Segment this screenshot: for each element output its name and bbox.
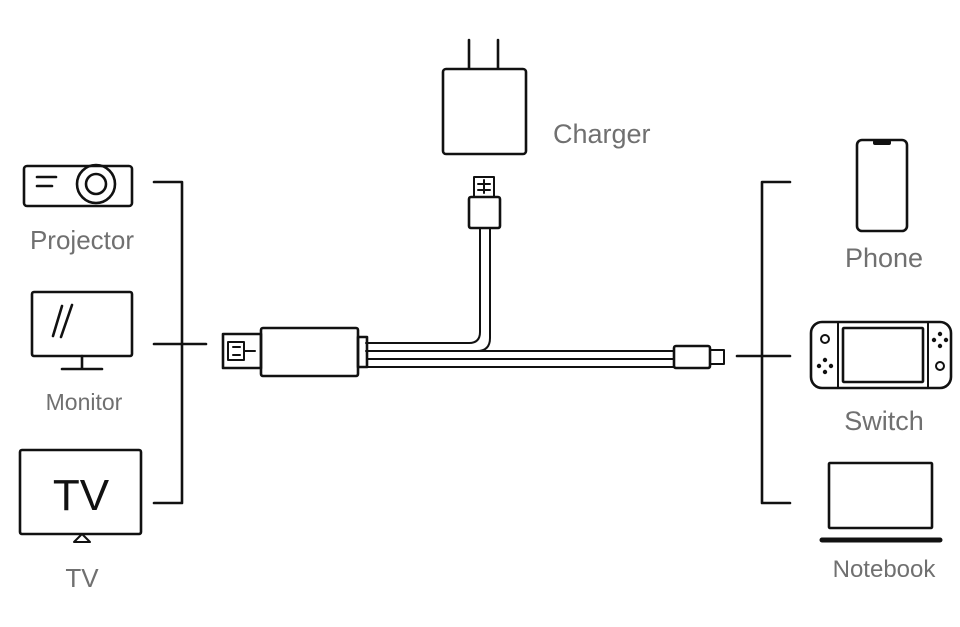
usb-a-plug-icon [467, 176, 502, 230]
monitor-label: Monitor [46, 389, 123, 415]
left-bracket [152, 180, 208, 505]
notebook-label: Notebook [833, 556, 937, 583]
main-cable [366, 350, 675, 368]
projector-icon [22, 163, 134, 208]
tv-icon [18, 448, 143, 543]
phone-label: Phone [845, 243, 923, 273]
monitor-icon [30, 290, 134, 371]
right-bracket [735, 180, 792, 505]
wall-charger-icon [441, 38, 528, 156]
usb-branch-cable [365, 227, 491, 352]
laptop-icon [819, 461, 943, 543]
hdmi-plug-icon [221, 326, 369, 378]
game-console-icon [809, 320, 953, 390]
phone-icon [855, 138, 909, 233]
lightning-connector-icon [672, 344, 725, 370]
tv-screen-text: TV [53, 471, 110, 520]
switch-label: Switch [844, 406, 924, 436]
tv-label: TV [65, 563, 99, 593]
charger-label: Charger [553, 119, 651, 149]
projector-label: Projector [30, 225, 134, 255]
